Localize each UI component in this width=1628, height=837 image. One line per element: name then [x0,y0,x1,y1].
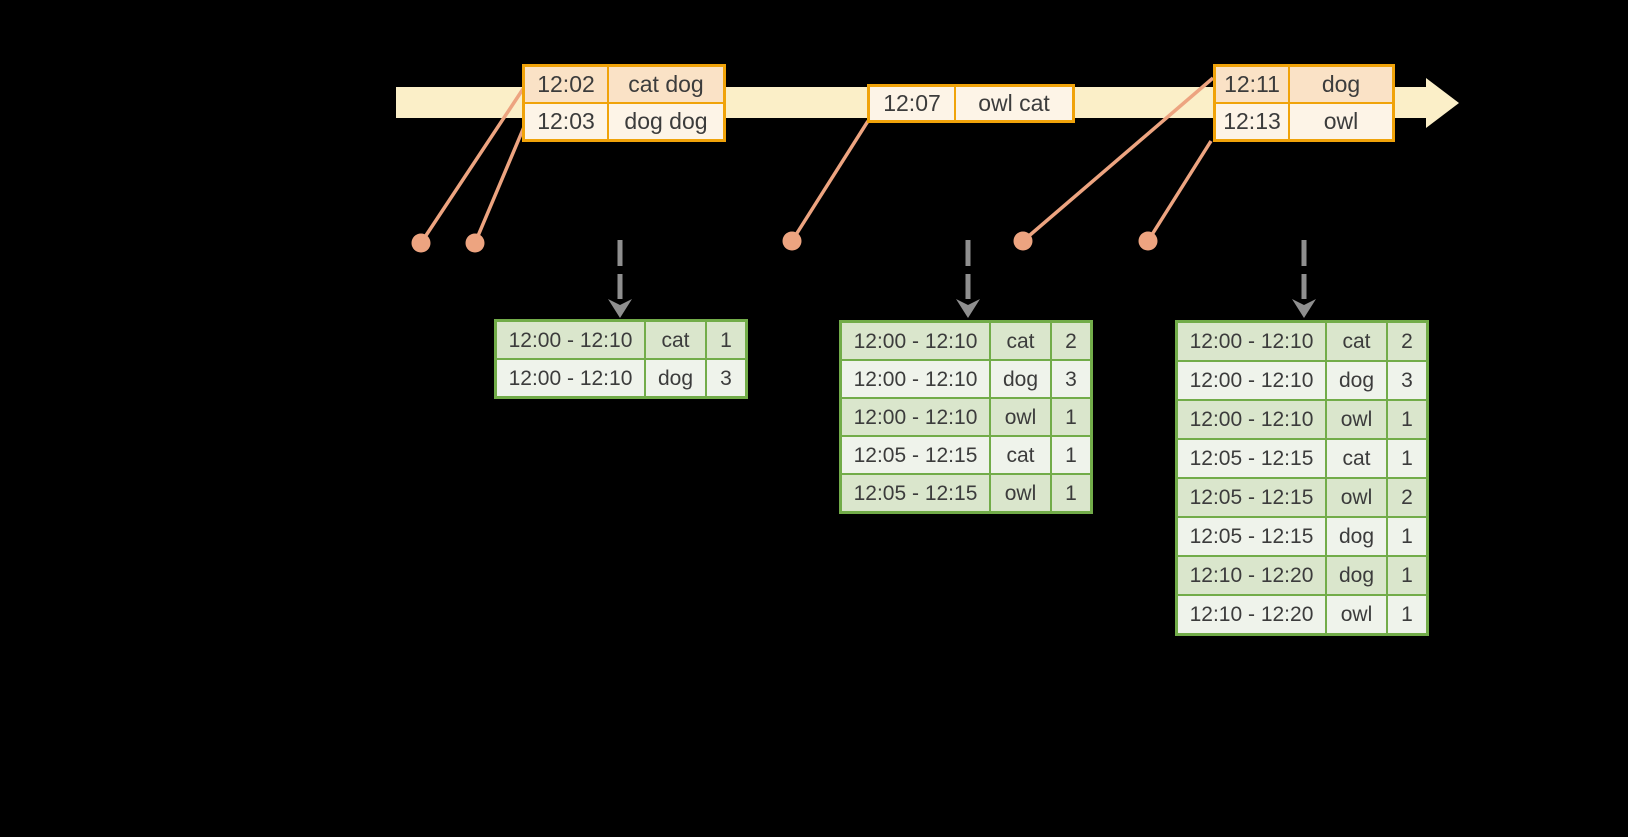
window-cell: 12:05 - 12:15 [1178,479,1325,516]
window-cell: 12:05 - 12:15 [1178,440,1325,477]
window-cell: 12:05 - 12:15 [842,475,989,511]
window-cell: 12:05 - 12:15 [842,437,989,473]
count-cell: 1 [1388,518,1426,555]
event-time-axis-arrowhead-icon [1426,78,1459,128]
event-time-cell: 12:07 [870,87,954,120]
word-cell: owl [991,399,1050,435]
word-cell: dog [646,360,705,396]
window-cell: 12:05 - 12:15 [1178,518,1325,555]
count-cell: 2 [1388,323,1426,360]
window-cell: 12:10 - 12:20 [1178,557,1325,594]
window-cell: 12:00 - 12:10 [842,361,989,397]
word-cell: dog [1327,362,1386,399]
word-cell: owl [1327,479,1386,516]
count-cell: 1 [1052,475,1090,511]
event-time-cell: 12:03 [525,104,607,139]
word-cell: owl [1327,596,1386,633]
window-cell: 12:00 - 12:10 [497,360,644,396]
word-cell: cat [1327,323,1386,360]
record-connector-line-5 [1146,140,1213,242]
trigger-arrow-head-icon [1292,299,1316,318]
word-cell: dog [991,361,1050,397]
event-words-cell: owl cat [956,87,1072,120]
count-cell: 1 [1052,399,1090,435]
window-cell: 12:00 - 12:10 [1178,362,1325,399]
count-cell: 3 [1052,361,1090,397]
event-time-cell: 12:11 [1216,67,1288,102]
window-cell: 12:00 - 12:10 [1178,401,1325,438]
word-cell: cat [991,437,1050,473]
event-words-cell: dog dog [609,104,723,139]
count-cell: 1 [1388,440,1426,477]
word-cell: dog [1327,557,1386,594]
window-cell: 12:00 - 12:10 [842,399,989,435]
record-dot-3 [782,231,802,251]
window-cell: 12:00 - 12:10 [1178,323,1325,360]
event-time-cell: 12:13 [1216,104,1288,139]
window-cell: 12:10 - 12:20 [1178,596,1325,633]
event-words-cell: owl [1290,104,1392,139]
count-cell: 1 [1388,401,1426,438]
window-cell: 12:00 - 12:10 [497,322,644,358]
event-words-cell: dog [1290,67,1392,102]
record-dot-5 [1138,231,1158,251]
word-cell: owl [1327,401,1386,438]
count-cell: 1 [1052,437,1090,473]
count-cell: 2 [1052,323,1090,359]
event-time-cell: 12:02 [525,67,607,102]
record-dot-1 [411,233,431,253]
event-words-cell: cat dog [609,67,723,102]
trigger-arrow-head-icon [956,299,980,318]
count-cell: 2 [1388,479,1426,516]
trigger-arrow-head-icon [608,299,632,318]
record-connector-line-4 [1021,76,1215,243]
word-cell: cat [646,322,705,358]
count-cell: 3 [1388,362,1426,399]
word-cell: dog [1327,518,1386,555]
count-cell: 1 [1388,557,1426,594]
record-dot-2 [465,233,485,253]
window-cell: 12:00 - 12:10 [842,323,989,359]
count-cell: 1 [707,322,745,358]
record-connector-line-2 [473,126,526,244]
record-connector-line-1 [419,88,525,244]
word-cell: cat [991,323,1050,359]
word-cell: cat [1327,440,1386,477]
record-connector-line-3 [790,120,870,242]
count-cell: 3 [707,360,745,396]
trigger-arrow-3 [1292,240,1316,318]
word-cell: owl [991,475,1050,511]
record-dot-4 [1013,231,1033,251]
trigger-arrow-1 [608,240,632,318]
trigger-arrow-2 [956,240,980,318]
count-cell: 1 [1388,596,1426,633]
